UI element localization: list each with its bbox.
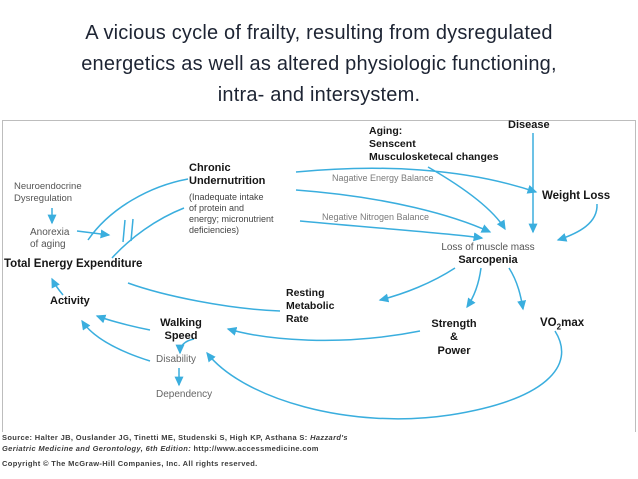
block-bar-2 (130, 218, 134, 242)
node-neuroendocrine-dysregulation: Neuroendocrine Dysregulation (14, 181, 82, 204)
arrow-walking-to-disability (175, 338, 195, 355)
arrow-walking-to-activity (95, 314, 151, 331)
line-rmr-to-tee (127, 282, 281, 312)
node-disease: Disease (508, 119, 550, 131)
slide-title: A vicious cycle of frailty, resulting fr… (81, 22, 557, 106)
diagram-border (2, 120, 636, 432)
node-vo2max: VO2max (540, 316, 584, 332)
node-resting-metabolic-rate: Resting Metabolic Rate (286, 287, 335, 325)
node-chronic-undernutrition: Chronic Undernutrition (189, 162, 266, 188)
arrow-activity-to-tee (51, 277, 64, 296)
source-book-title-part2: Geriatric Medicine and Gerontology, 6th … (2, 444, 192, 453)
line-chronic-to-tee-lower (111, 207, 185, 259)
node-strength-and-power: Strength & Power (431, 318, 477, 357)
node-total-energy-expenditure: Total Energy Expenditure (4, 258, 143, 270)
arrow-weightloss-to-sarcopenia (556, 203, 598, 242)
node-weight-loss: Weight Loss (542, 190, 611, 202)
vo2max-post: max (561, 317, 585, 329)
node-chronic-undernutrition-detail: (Inadequate intake of protein and energy… (189, 192, 274, 235)
arrow-strength-to-walking (226, 327, 421, 342)
node-loss-of-muscle-mass: Loss of muscle mass (441, 242, 535, 253)
source-line-1: Source: Halter JB, Ouslander JG, Tinetti… (2, 432, 632, 443)
copyright-line: Copyright © The McGraw-Hill Companies, I… (2, 459, 258, 468)
arrow-vo2max-to-walking (206, 330, 563, 420)
node-sarcopenia: Sarcopenia (458, 254, 518, 267)
node-walking-speed: Walking Speed (160, 317, 202, 343)
source-book-title-part1: Hazzard's (310, 433, 348, 442)
arrow-sarcopenia-to-strength (466, 267, 482, 309)
source-prefix: Source: Halter JB, Ouslander JG, Tinetti… (2, 433, 311, 442)
vo2max-sub: 2 (556, 322, 562, 332)
label-negative-nitrogen-balance: Negative Nitrogen Balance (322, 212, 430, 222)
arrow-chronic-to-weightloss (295, 167, 538, 194)
source-line-2: Geriatric Medicine and Gerontology, 6th … (2, 443, 632, 454)
vo2max-pre: VO (540, 317, 557, 329)
arrow-aging-to-sarcopenia (427, 166, 506, 231)
figure-credit: Source: Halter JB, Ouslander JG, Tinetti… (2, 432, 632, 469)
arrow-disability-to-activity (81, 319, 151, 362)
line-chronic-to-tee-upper (87, 178, 189, 241)
node-dependency: Dependency (156, 389, 213, 400)
node-aging-musculoskeletal-changes: Aging: Senscent Musculosketecal changes (369, 125, 499, 163)
arrow-negenergy-to-sarcopenia (295, 189, 492, 233)
source-url: http://www.accessmedicine.com (191, 444, 319, 453)
arrow-sarcopenia-to-rmr (378, 267, 456, 303)
label-negative-energy-balance: Nagative Energy Balance (332, 173, 434, 183)
arrow-negnitrogen-to-sarcopenia (299, 220, 484, 242)
node-disability: Disability (156, 354, 197, 365)
node-activity: Activity (50, 295, 90, 307)
block-bar-1 (122, 219, 126, 243)
arrow-sarcopenia-to-vo2max (508, 267, 527, 311)
node-anorexia-of-aging: Anorexia of aging (30, 227, 70, 251)
node-sarcopenia-group: Loss of muscle mass Sarcopenia (418, 242, 558, 268)
